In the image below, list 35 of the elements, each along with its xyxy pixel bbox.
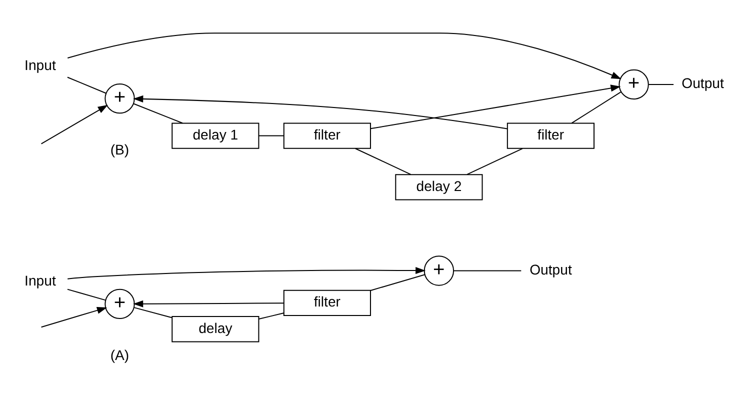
node-text: Input [24,272,56,289]
connector [370,274,424,291]
label: (B) [110,142,129,158]
connector [66,76,106,94]
node-box: filter [282,122,370,149]
arrow [370,84,620,130]
arrow [40,104,108,144]
connector [571,92,621,124]
node-box: delay [171,316,259,342]
arrow [66,32,621,80]
arrow [67,266,426,280]
connector [354,148,410,175]
label: (A) [110,347,129,364]
arrow [40,306,107,328]
node-circle: + [423,256,454,286]
node-box: delay 1 [171,122,259,149]
node-text: Output [681,75,724,92]
node-circle: + [104,83,134,114]
node-box: filter [506,122,594,149]
connector [258,135,284,136]
connector [258,312,284,320]
node-text: Output [529,261,572,278]
connector [134,307,172,318]
node-circle: + [104,288,134,320]
node-box: filter [282,290,370,316]
node-text: Input [24,57,56,74]
arrow [132,300,284,308]
connector [133,103,182,124]
node-circle: + [618,69,648,100]
connector [466,148,522,175]
connector [648,84,674,85]
connector [453,270,521,272]
arrow [132,95,507,130]
connector [66,288,106,301]
node-box: delay 2 [394,174,482,200]
